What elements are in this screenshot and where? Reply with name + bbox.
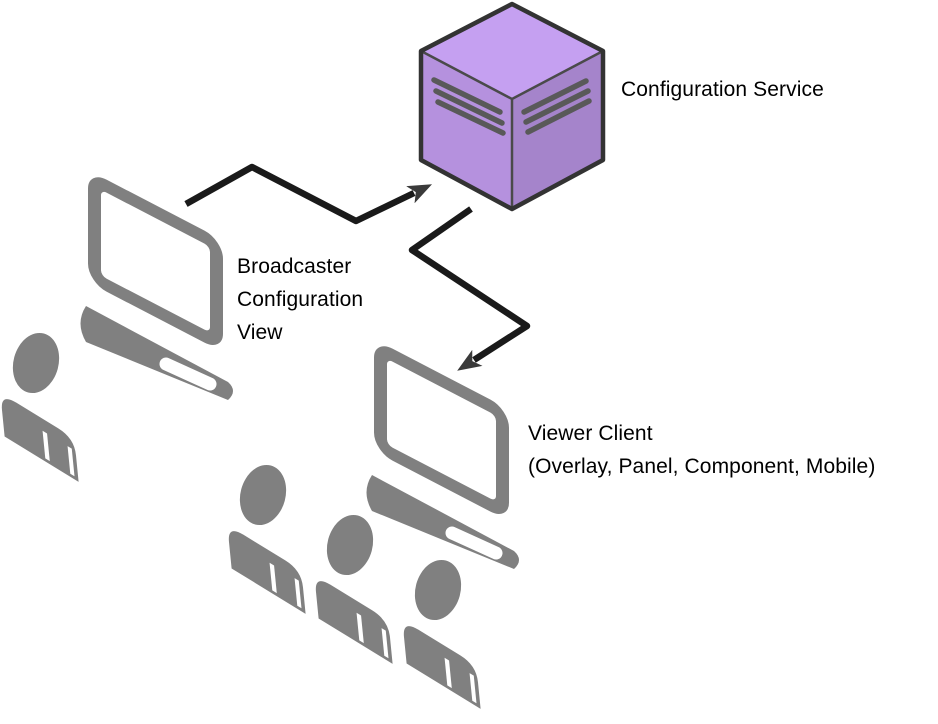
viewer-person-icon-3 xyxy=(402,554,481,709)
server-cube-icon xyxy=(418,1,606,212)
cube-vents xyxy=(431,77,592,136)
broadcaster-person-icon xyxy=(0,327,79,482)
broadcaster-label-line2: Configuration xyxy=(237,288,364,311)
broadcaster-label-line3: View xyxy=(237,321,283,344)
viewer-laptop-icon xyxy=(367,349,520,569)
viewer-person-icon-1 xyxy=(227,459,306,614)
broadcaster-label-line1: Broadcaster xyxy=(237,255,352,278)
arrow-broadcaster-to-service xyxy=(184,163,433,225)
cube-left-face xyxy=(421,51,512,209)
cube-outline xyxy=(418,1,606,212)
viewer-person-icon-2 xyxy=(314,509,393,664)
viewer-client-label-line1: Viewer Client xyxy=(528,422,653,445)
broadcaster-label: Broadcaster Configuration View xyxy=(237,250,363,349)
viewer-client-label: Viewer Client (Overlay, Panel, Component… xyxy=(528,417,875,483)
configuration-service-label: Configuration Service xyxy=(621,78,824,101)
cube-right-face xyxy=(512,51,603,209)
broadcaster-laptop-icon xyxy=(81,180,234,400)
viewer-client-label-line2: (Overlay, Panel, Component, Mobile) xyxy=(528,455,876,478)
arrow-service-to-viewer xyxy=(408,206,531,371)
cube-inner-edges xyxy=(420,49,604,209)
